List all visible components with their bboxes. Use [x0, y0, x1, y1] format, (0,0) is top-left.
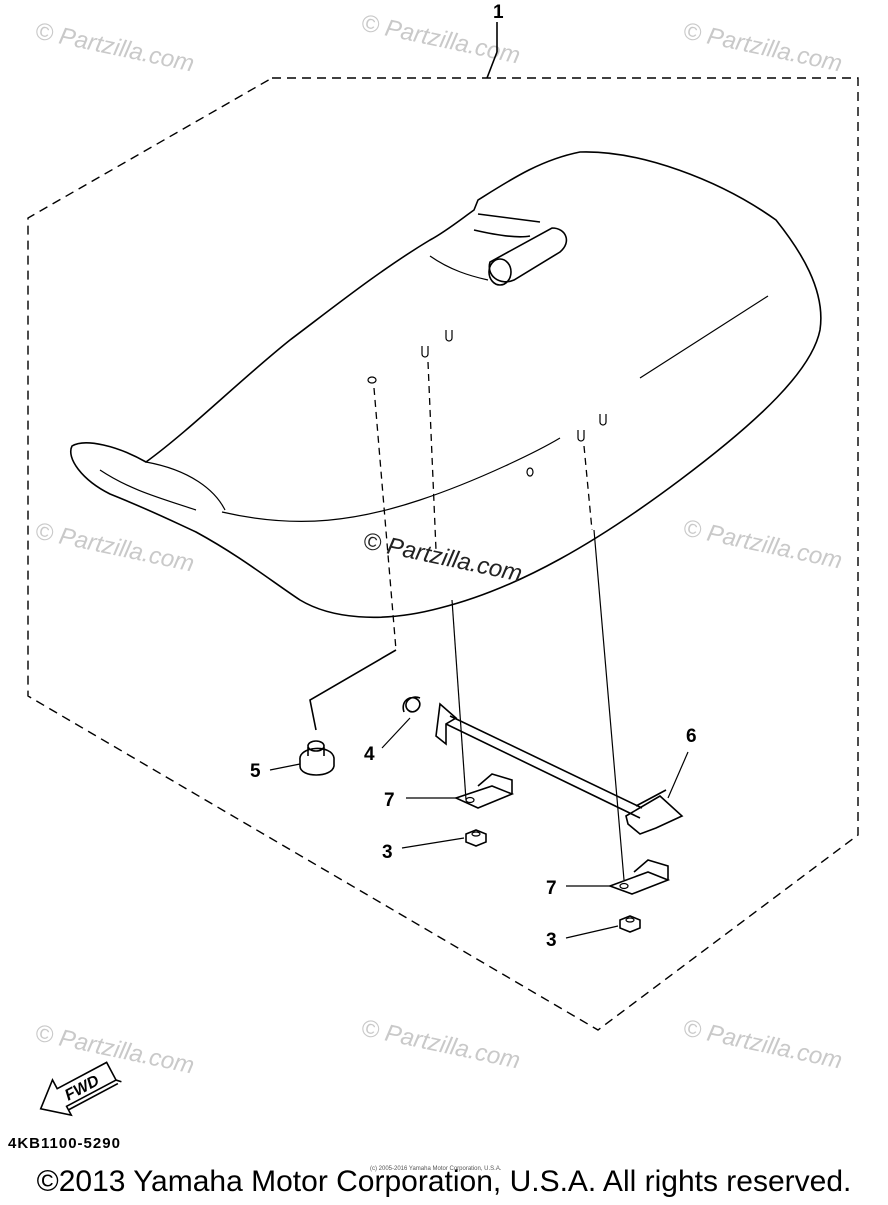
projection-7a — [427, 361, 437, 551]
seat-top-crease — [429, 255, 489, 281]
watermark-bottom-center: © Partzilla.com — [359, 1014, 523, 1074]
strap-tube — [488, 227, 568, 283]
part-6-hook[interactable] — [625, 789, 684, 835]
fwd-label: FWD — [62, 1072, 103, 1104]
part-7a-bracket[interactable] — [453, 773, 515, 809]
seat-lock-rod[interactable] — [435, 702, 643, 819]
watermark-bottom-left: © Partzilla.com — [33, 1019, 197, 1079]
leader-3a — [401, 837, 465, 849]
part-3a-nut[interactable] — [465, 829, 487, 847]
holes-b — [421, 330, 453, 358]
leader-6 — [667, 751, 689, 799]
part-5-damper[interactable] — [299, 740, 335, 776]
callout-6[interactable]: 6 — [686, 726, 697, 747]
callout-7a[interactable]: 7 — [384, 790, 395, 811]
callout-3a[interactable]: 3 — [382, 842, 393, 863]
callout-3b[interactable]: 3 — [546, 930, 557, 951]
holes-c — [577, 414, 607, 442]
part-3b-nut[interactable] — [619, 915, 641, 933]
seat-strap — [473, 213, 541, 238]
bolt-line-right — [593, 529, 625, 881]
seat-nose-inner — [99, 469, 197, 511]
hole-d — [526, 467, 534, 477]
leader-5 — [269, 763, 301, 771]
part-4-spring[interactable] — [402, 696, 421, 713]
callout-7b[interactable]: 7 — [546, 878, 557, 899]
callout-1[interactable]: 1 — [493, 2, 504, 23]
callout-4[interactable]: 4 — [364, 744, 375, 765]
assembly-boundary — [27, 77, 859, 1031]
hole-a — [367, 376, 377, 384]
seat-seam-rear — [639, 295, 769, 379]
leader-5-path — [309, 649, 397, 731]
projection-5 — [373, 387, 397, 651]
watermark-mid-left: © Partzilla.com — [33, 517, 197, 577]
watermark-mid-right: © Partzilla.com — [681, 514, 845, 574]
watermark-seat: © Partzilla.com — [361, 527, 525, 587]
leader-4 — [381, 717, 411, 749]
seat[interactable] — [70, 151, 822, 619]
small-notice: (c) 2005-2016 Yamaha Motor Corporation, … — [370, 1166, 502, 1172]
strap-tube-end — [488, 258, 512, 286]
watermark-top-right: © Partzilla.com — [681, 17, 845, 77]
leader-3b — [565, 925, 619, 939]
watermark-top-left: © Partzilla.com — [33, 17, 197, 77]
seat-outline — [70, 151, 822, 619]
seat-seam — [221, 437, 561, 522]
callout-5[interactable]: 5 — [250, 761, 261, 782]
diagram-code: 4KB1100-5290 — [8, 1135, 121, 1152]
watermark-bottom-right: © Partzilla.com — [681, 1014, 845, 1074]
seat-top-edge — [145, 461, 226, 511]
projection-7b — [583, 445, 593, 531]
fwd-arrow-icon: FWD — [39, 1061, 122, 1117]
copyright-line: ©2013 Yamaha Motor Corporation, U.S.A. A… — [37, 1165, 852, 1198]
part-7b-bracket[interactable] — [607, 859, 671, 895]
leader-1-tail — [486, 51, 498, 79]
bolt-line-left — [451, 599, 467, 801]
